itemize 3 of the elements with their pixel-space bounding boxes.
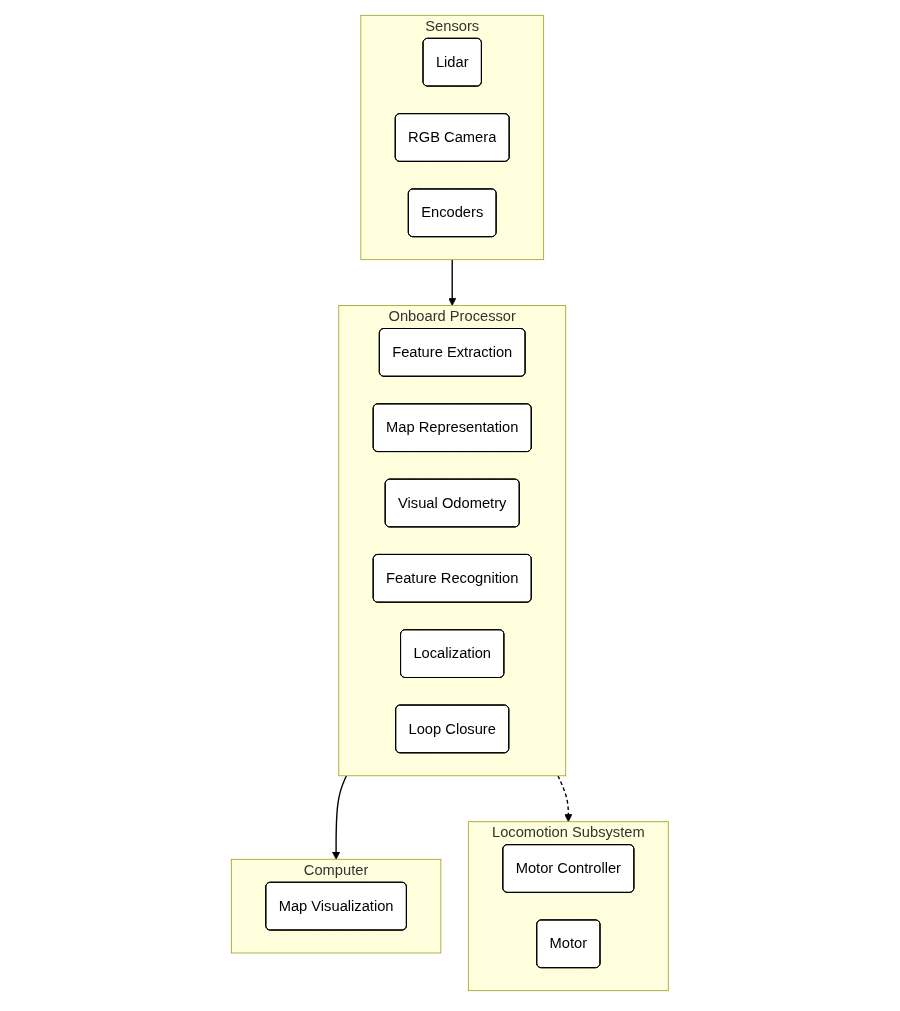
arrow [332,775,348,860]
arrow [557,775,573,823]
arrow [448,258,457,306]
